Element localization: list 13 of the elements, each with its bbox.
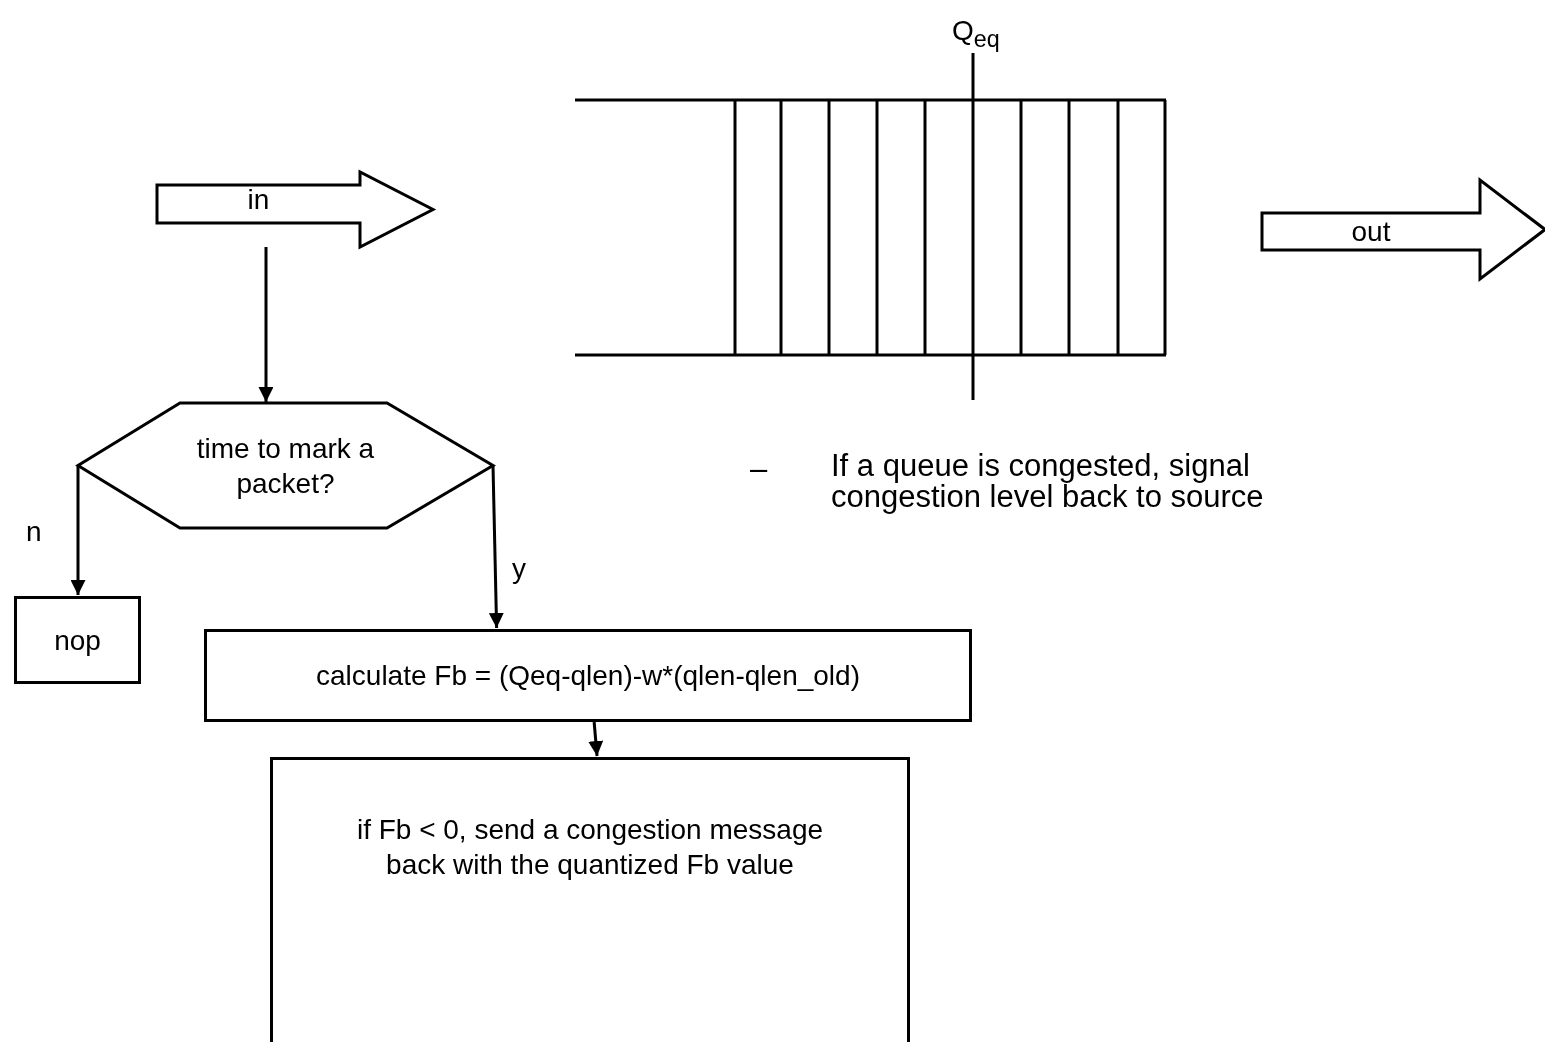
arrow xyxy=(488,465,504,629)
edge-label: n xyxy=(26,515,42,549)
decision-hexagon: time to mark a packet? xyxy=(78,403,493,528)
arrow xyxy=(70,465,86,595)
bullet-dash: – xyxy=(750,450,768,488)
arrow xyxy=(258,247,274,402)
process-box: if Fb < 0, send a congestion message back with the quantized Fb value xyxy=(270,757,910,1042)
arrow xyxy=(588,721,604,757)
threshold-label: Q$_{eq}$ xyxy=(952,14,1000,54)
bullet-text: If a queue is congested, signal congestion level back to source xyxy=(831,450,1265,512)
process-box: calculate Fb = (Qeq-qlen)-w*(qlen-qlen_old) xyxy=(204,629,972,722)
process-box: nop xyxy=(14,596,141,684)
edge-label: y xyxy=(512,552,526,586)
